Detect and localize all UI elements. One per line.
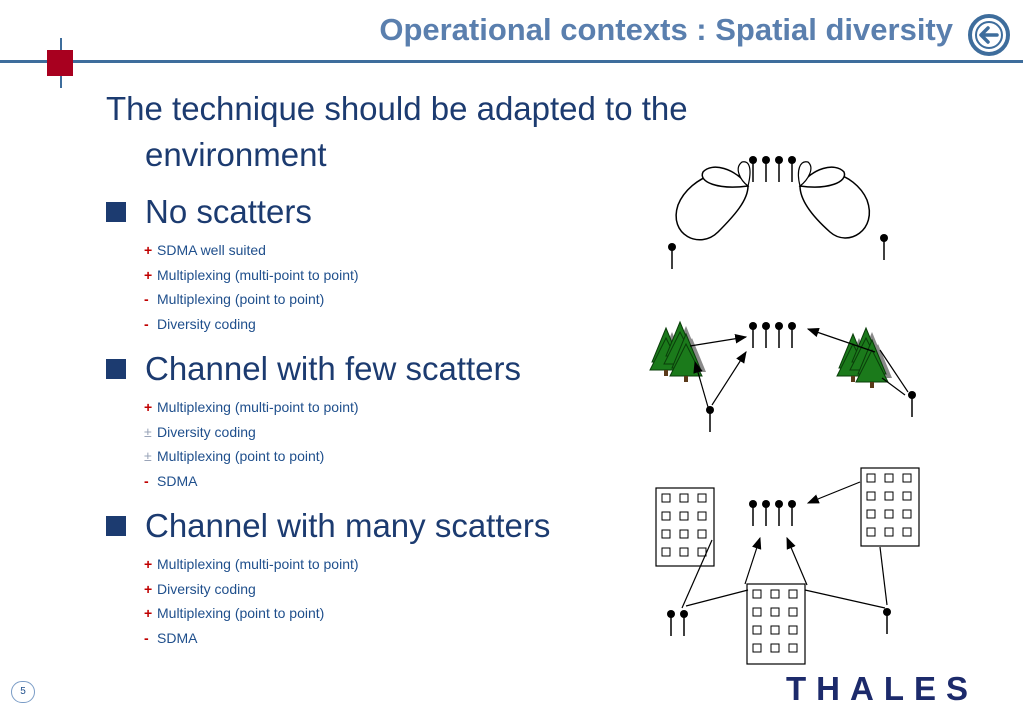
bullet-square-icon — [106, 516, 126, 536]
list-item: +Multiplexing (point to point) — [144, 601, 550, 626]
header-accent-square — [47, 50, 73, 76]
list-item: +Multiplexing (multi-point to point) — [144, 552, 550, 577]
building-center — [746, 583, 806, 665]
diagram-many-scatters — [655, 467, 920, 665]
section-heading: No scatters — [145, 193, 312, 230]
item-text: Diversity coding — [157, 315, 256, 332]
list-item: -SDMA — [144, 469, 521, 494]
list-item: -Diversity coding — [144, 312, 359, 337]
slide-title: Operational contexts : Spatial diversity — [379, 12, 953, 47]
item-marker: + — [144, 556, 153, 572]
item-text: Diversity coding — [157, 580, 256, 597]
intro-line-2: environment — [145, 136, 327, 173]
building-left — [655, 487, 715, 567]
item-marker: ± — [144, 448, 152, 465]
bullet-square-icon — [106, 359, 126, 379]
bullet-square-icon — [106, 202, 126, 222]
item-marker: - — [144, 629, 149, 646]
thales-logo: THALES — [786, 670, 978, 707]
section-no-scatters: No scatters +SDMA well suited +Multiplex… — [106, 190, 359, 336]
item-text: SDMA — [157, 629, 198, 646]
item-text: Multiplexing (multi-point to point) — [157, 266, 359, 283]
item-marker: - — [144, 472, 149, 489]
item-text: Multiplexing (point to point) — [157, 448, 325, 465]
item-marker: ± — [144, 423, 152, 440]
diagram-few-scatters — [649, 321, 917, 433]
item-text: Multiplexing (multi-point to point) — [157, 556, 359, 572]
list-item: +Diversity coding — [144, 577, 550, 602]
building-right — [860, 467, 920, 547]
item-marker: - — [144, 291, 149, 308]
item-marker: + — [144, 580, 153, 597]
section-few-scatters: Channel with few scatters +Multiplexing … — [106, 347, 521, 493]
header-rule — [0, 60, 1023, 63]
item-text: SDMA — [157, 472, 198, 489]
item-text: Multiplexing (multi-point to point) — [157, 399, 359, 415]
item-marker: + — [144, 266, 153, 283]
list-item: ± Multiplexing (point to point) — [144, 444, 521, 469]
item-text: Multiplexing (point to point) — [157, 291, 325, 308]
page-number: 5 — [11, 681, 35, 703]
list-item: ± Diversity coding — [144, 420, 521, 445]
section-heading: Channel with many scatters — [145, 507, 551, 544]
item-text: SDMA well suited — [157, 242, 266, 258]
item-text: Multiplexing (point to point) — [157, 605, 325, 622]
diagram-no-scatters — [667, 155, 889, 270]
list-item: +Multiplexing (multi-point to point) — [144, 263, 359, 288]
intro-text: The technique should be adapted to the e… — [106, 86, 688, 178]
back-arrow-icon[interactable] — [967, 13, 1011, 57]
item-text: Diversity coding — [157, 423, 256, 440]
section-many-scatters: Channel with many scatters +Multiplexing… — [106, 504, 550, 650]
item-marker: - — [144, 315, 149, 332]
list-item: +SDMA well suited — [144, 238, 359, 263]
list-item: +Multiplexing (multi-point to point) — [144, 395, 521, 420]
section-heading: Channel with few scatters — [145, 350, 522, 387]
item-marker: + — [144, 605, 153, 622]
intro-line-1: The technique should be adapted to the — [106, 90, 688, 127]
item-marker: + — [144, 242, 153, 258]
list-item: -SDMA — [144, 626, 550, 651]
item-marker: + — [144, 399, 153, 415]
list-item: -Multiplexing (point to point) — [144, 287, 359, 312]
